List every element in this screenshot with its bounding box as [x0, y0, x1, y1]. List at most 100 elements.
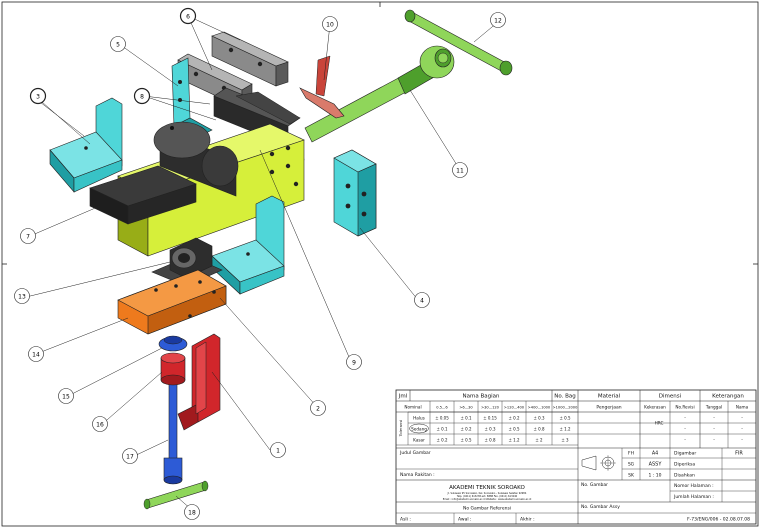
part-12-handle-bar [404, 9, 513, 76]
balloon-15: 15 [58, 388, 74, 404]
svg-text:8: 8 [140, 94, 144, 101]
svg-text:11: 11 [456, 168, 464, 175]
selected-tolerance-ring [409, 423, 429, 434]
svg-text:± 0.8: ± 0.8 [534, 427, 545, 432]
header-nama-bagian: Nama Bagian [463, 394, 500, 400]
svg-text:± 0.3: ± 0.3 [485, 427, 496, 432]
pengerjaan-label: Pengerjaan [596, 405, 621, 411]
svg-text:>6...30: >6...30 [459, 406, 473, 410]
digambar-label: Digambar [674, 451, 696, 457]
balloon-10: 10 [322, 16, 338, 32]
svg-text:-: - [741, 427, 743, 432]
svg-text:-: - [713, 438, 715, 443]
svg-text:± 3: ± 3 [561, 438, 569, 443]
fh-label: FH [628, 451, 634, 457]
balloon-16: 16 [92, 416, 108, 432]
nama-rakitan-label: Nama Rakitan : [400, 472, 435, 478]
diperiksa-label: Diperiksa [674, 462, 695, 468]
svg-text:± 1.2: ± 1.2 [560, 427, 571, 432]
svg-text:± 0.5: ± 0.5 [509, 427, 520, 432]
svg-text:Jl. Sulawesi 95 Sorowako, Kel.: Jl. Sulawesi 95 Sorowako, Kel. Sorowako … [447, 492, 527, 495]
svg-text:0.5...6: 0.5...6 [436, 406, 448, 410]
svg-text:-: - [713, 416, 715, 421]
svg-text:3: 3 [36, 94, 40, 101]
part-11-screw-shaft [304, 45, 455, 143]
projection-symbol-icon [581, 455, 616, 471]
tanggal-label: Tanggal [705, 405, 722, 410]
svg-text:± 0.8: ± 0.8 [485, 438, 496, 443]
title-block: Jml Nama Bagian No. Bag Material Dimensi… [395, 389, 757, 525]
no-revisi-label: No.Revisi [675, 405, 694, 410]
svg-text:± 2: ± 2 [535, 438, 543, 443]
no-gambar-assy-label: No. Gambar Assy [581, 504, 620, 510]
tol-label: Toleransi [398, 420, 403, 438]
svg-text:>30...120: >30...120 [481, 406, 500, 410]
svg-text:17: 17 [126, 454, 134, 461]
institution-name: AKADEMI TEKNIK SOROAKO [449, 485, 525, 491]
sk-label: SK [628, 473, 635, 479]
svg-text:1: 1 [276, 448, 280, 455]
part-15-16-17-shaft-stack [158, 335, 188, 485]
svg-text:10: 10 [326, 22, 334, 29]
part-18-small-pin [143, 480, 209, 510]
svg-text:>120...400: >120...400 [504, 406, 525, 410]
header-no-bag: No. Bag [554, 394, 576, 400]
svg-text:14: 14 [32, 352, 40, 359]
svg-text:Kasar: Kasar [413, 438, 425, 443]
no-gambar-label: No. Gambar [581, 482, 608, 488]
fir-label: FIR [735, 451, 743, 457]
akhir-label: Akhir : [520, 517, 535, 523]
dark-cylinder-block [153, 121, 239, 197]
svg-text:Halus: Halus [413, 416, 425, 421]
svg-text:± 0.5: ± 0.5 [560, 416, 571, 421]
svg-text:± 0.15: ± 0.15 [483, 416, 497, 421]
svg-text:-: - [741, 416, 743, 421]
svg-text:± 1.2: ± 1.2 [509, 438, 520, 443]
balloon-18: 18 [184, 504, 200, 520]
svg-text:4: 4 [420, 298, 424, 305]
svg-text:± 0.1: ± 0.1 [461, 416, 472, 421]
svg-text:-: - [684, 427, 686, 432]
balloon-4: 4 [414, 292, 430, 308]
sg-label: SG [628, 462, 635, 468]
balloon-12: 12 [490, 12, 506, 28]
svg-text:± 0.5: ± 0.5 [461, 438, 472, 443]
part-14-base-plate [117, 269, 227, 335]
svg-text:2: 2 [316, 406, 320, 413]
sk-value: 1 : 10 [649, 473, 662, 479]
disahkan-label: Disahkan [674, 473, 695, 479]
awal-label: Awal : [458, 517, 472, 523]
svg-text:5: 5 [116, 42, 120, 49]
balloon-14: 14 [28, 346, 44, 362]
part-3-v-block [49, 97, 123, 193]
sg-value: ASSY [649, 462, 663, 468]
balloon-5: 5 [110, 36, 126, 52]
svg-text:16: 16 [96, 422, 104, 429]
balloon-11: 11 [452, 162, 468, 178]
part-13-bearing-block [151, 237, 223, 287]
jumlah-halaman-label: Jumlah Halaman : [673, 494, 714, 500]
hrc-label: HRC [655, 421, 664, 426]
svg-text:± 0.05: ± 0.05 [435, 416, 449, 421]
svg-text:-: - [684, 438, 686, 443]
leader-lines [21, 15, 499, 511]
nomor-halaman-label: Nomor Halaman : [674, 483, 714, 489]
header-dimensi: Dimensi [659, 394, 682, 400]
fh-value: A4 [652, 451, 658, 457]
svg-text:± 0.3: ± 0.3 [534, 416, 545, 421]
part-1-l-bracket [177, 333, 221, 431]
balloon-7: 7 [20, 228, 36, 244]
svg-text:-: - [684, 416, 686, 421]
asli-label: Asli : [400, 517, 411, 523]
balloon-2: 2 [310, 400, 326, 416]
svg-text:>400...1000: >400...1000 [528, 406, 551, 410]
header-jml: Jml [398, 394, 408, 400]
svg-text:± 0.1: ± 0.1 [437, 427, 448, 432]
svg-text:7: 7 [26, 234, 30, 241]
svg-text:12: 12 [494, 18, 502, 25]
balloon-17: 17 [122, 448, 138, 464]
svg-text:-: - [741, 438, 743, 443]
doc-code: F-73/ENG/006 - 02.08.07.08 [687, 517, 750, 523]
svg-text:Email : info@akademi-soroako.a: Email : info@akademi-soroako.ac.id Websi… [443, 498, 532, 501]
svg-text:± 0.2: ± 0.2 [437, 438, 448, 443]
